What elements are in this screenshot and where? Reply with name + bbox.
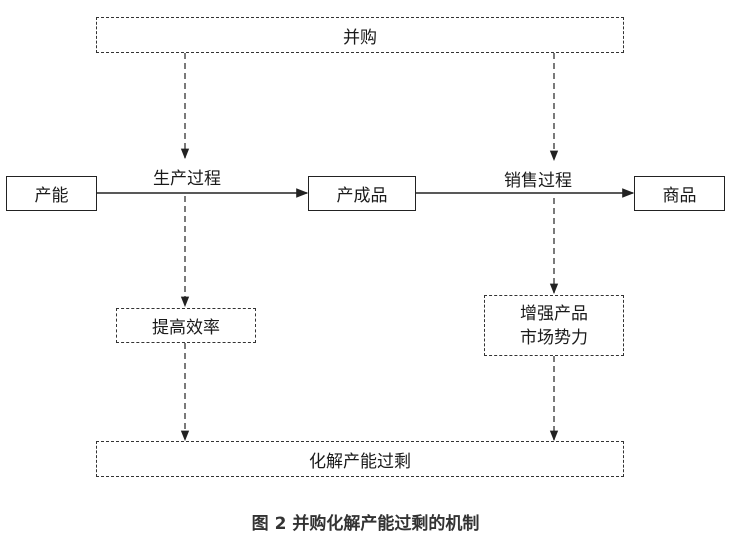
figure-caption: 图 2 并购化解产能过剩的机制 — [251, 514, 480, 534]
capacity-label: 产能 — [34, 186, 69, 206]
market-power-line2: 市场势力 — [520, 327, 588, 348]
market-power-box: 增强产品 市场势力 — [484, 295, 624, 356]
finished-product-box: 产成品 — [308, 176, 416, 211]
goods-label: 商品 — [662, 186, 697, 206]
efficiency-label: 提高效率 — [152, 318, 220, 338]
efficiency-box: 提高效率 — [116, 308, 256, 343]
sales-process-label: 销售过程 — [504, 171, 572, 191]
merger-label: 并购 — [343, 27, 377, 48]
merger-box: 并购 — [96, 17, 624, 53]
finished-product-label: 产成品 — [336, 186, 388, 206]
resolve-overcapacity-label: 化解产能过剩 — [309, 451, 411, 472]
capacity-box: 产能 — [6, 176, 97, 211]
resolve-overcapacity-box: 化解产能过剩 — [96, 441, 624, 477]
production-process-label: 生产过程 — [153, 169, 221, 189]
market-power-line1: 增强产品 — [520, 303, 588, 324]
goods-box: 商品 — [634, 176, 725, 211]
